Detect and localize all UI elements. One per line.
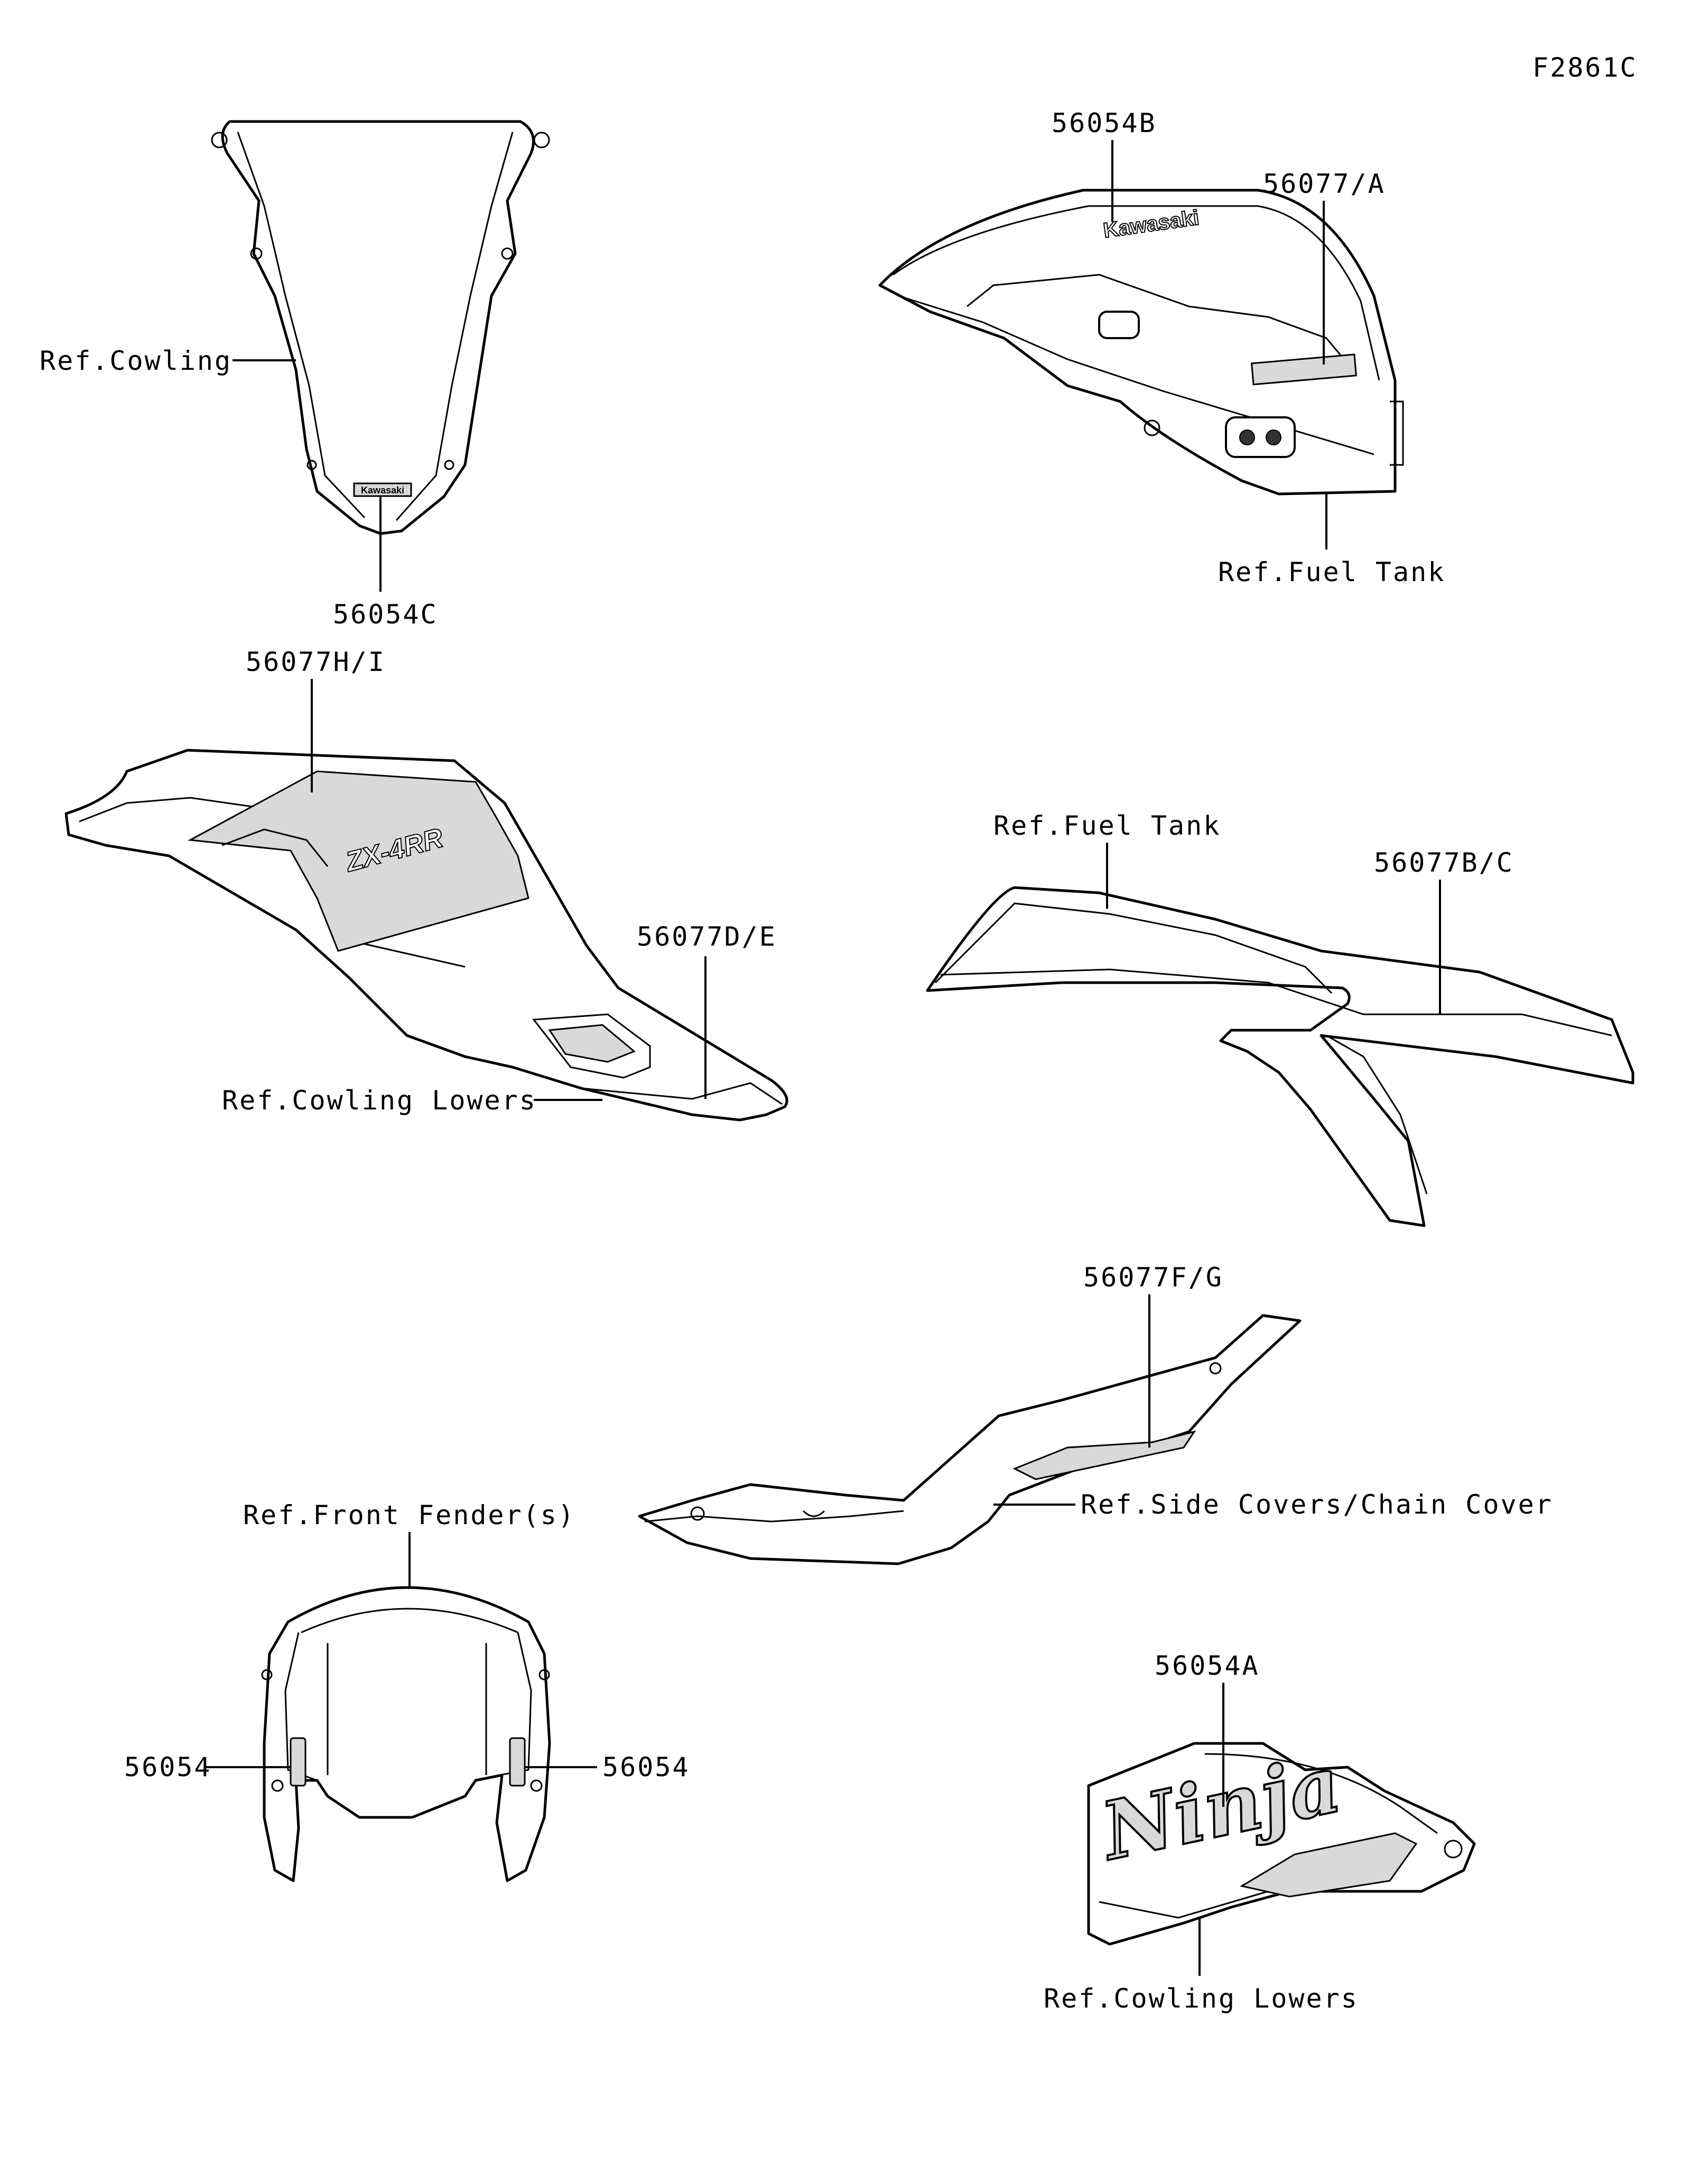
tail-cowl-part: ZX-4RR — [64, 749, 788, 1122]
label-56054-left: 56054 — [124, 1752, 212, 1782]
label-56077BC: 56077B/C — [1374, 847, 1514, 878]
lower-pad-decal-2 — [1240, 1832, 1418, 1898]
figure-id: F2861C — [1532, 52, 1638, 83]
side-cover-part — [638, 1314, 1302, 1565]
front-fender-part — [261, 1586, 551, 1882]
label-ref-fuel-tank-1: Ref.Fuel Tank — [1218, 557, 1445, 587]
label-ref-front-fender: Ref.Front Fender(s) — [243, 1500, 575, 1530]
label-ref-cowling-lowers-2: Ref.Cowling Lowers — [1044, 1983, 1359, 2014]
fender-decal-right — [509, 1737, 526, 1787]
label-56077DE: 56077D/E — [637, 921, 777, 952]
label-56054B: 56054B — [1052, 108, 1157, 138]
label-56077HI: 56077H/I — [246, 647, 386, 677]
label-56054A: 56054A — [1155, 1650, 1260, 1681]
cowling-lower-part: Ninja — [1087, 1737, 1476, 1946]
windscreen-logo-text: Kawasaki — [361, 485, 404, 496]
label-ref-fuel-tank-2: Ref.Fuel Tank — [993, 810, 1221, 841]
label-56054C: 56054C — [333, 599, 438, 630]
fuel-tank-part: Kawasaki — [878, 189, 1404, 496]
label-56054-right: 56054 — [602, 1752, 690, 1782]
label-ref-side-covers: Ref.Side Covers/Chain Cover — [1081, 1489, 1553, 1520]
label-56077A: 56077/A — [1263, 169, 1386, 199]
label-56077FG: 56077F/G — [1083, 1262, 1223, 1293]
tank-pad-decal — [1250, 353, 1357, 386]
lower-pad-decal — [548, 1024, 636, 1063]
windscreen-part: Kawasaki — [211, 120, 550, 535]
label-ref-cowling-lowers-1: Ref.Cowling Lowers — [222, 1085, 537, 1116]
tank-side-cover-part — [926, 886, 1634, 1227]
label-ref-cowling: Ref.Cowling — [40, 346, 232, 376]
fender-decal-left — [290, 1737, 306, 1787]
tail-pattern-decal — [188, 770, 529, 952]
windscreen-decal — [353, 482, 412, 497]
